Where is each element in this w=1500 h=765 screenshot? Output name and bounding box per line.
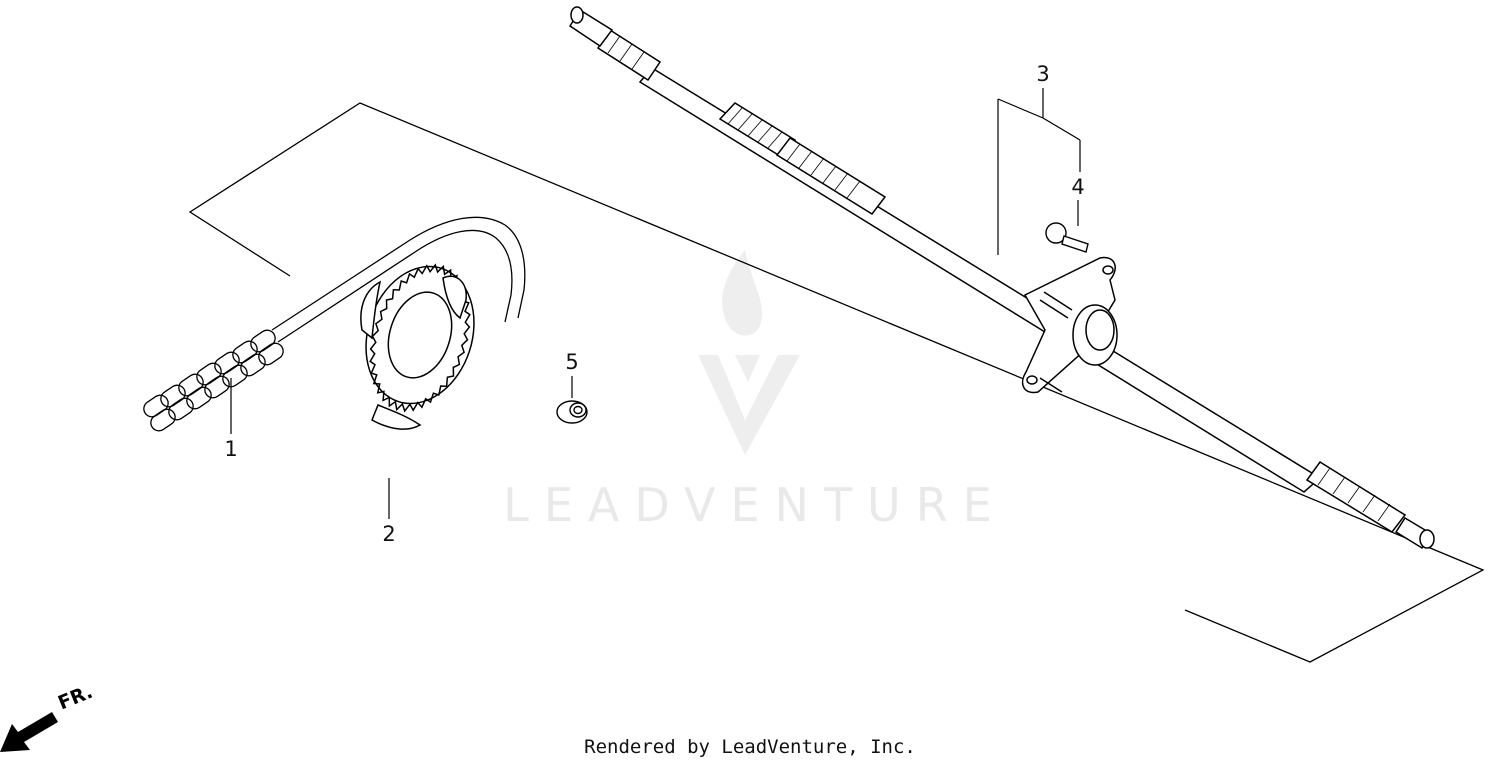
hub-flange <box>1021 256 1118 394</box>
leader-lines <box>230 88 1081 519</box>
callout-4: 4 <box>1071 175 1085 199</box>
callout-1: 1 <box>224 437 238 461</box>
callout-2: 2 <box>382 522 396 546</box>
chain-links <box>143 329 284 432</box>
flange-nut <box>556 400 588 424</box>
callout-5: 5 <box>565 350 579 374</box>
front-arrow-icon <box>0 712 58 752</box>
callout-3: 3 <box>1036 62 1050 86</box>
group-outline <box>188 102 1485 663</box>
axle-splines <box>607 35 1391 522</box>
watermark-text: LEADVENTURE <box>503 478 1007 532</box>
hub-bolt <box>1045 222 1089 253</box>
watermark-logo-icon <box>698 250 800 455</box>
rear-axle <box>568 6 1435 550</box>
footer-credit: Rendered by LeadVenture, Inc. <box>584 736 916 758</box>
rear-sprocket <box>360 263 475 430</box>
drive-chain <box>143 216 526 432</box>
